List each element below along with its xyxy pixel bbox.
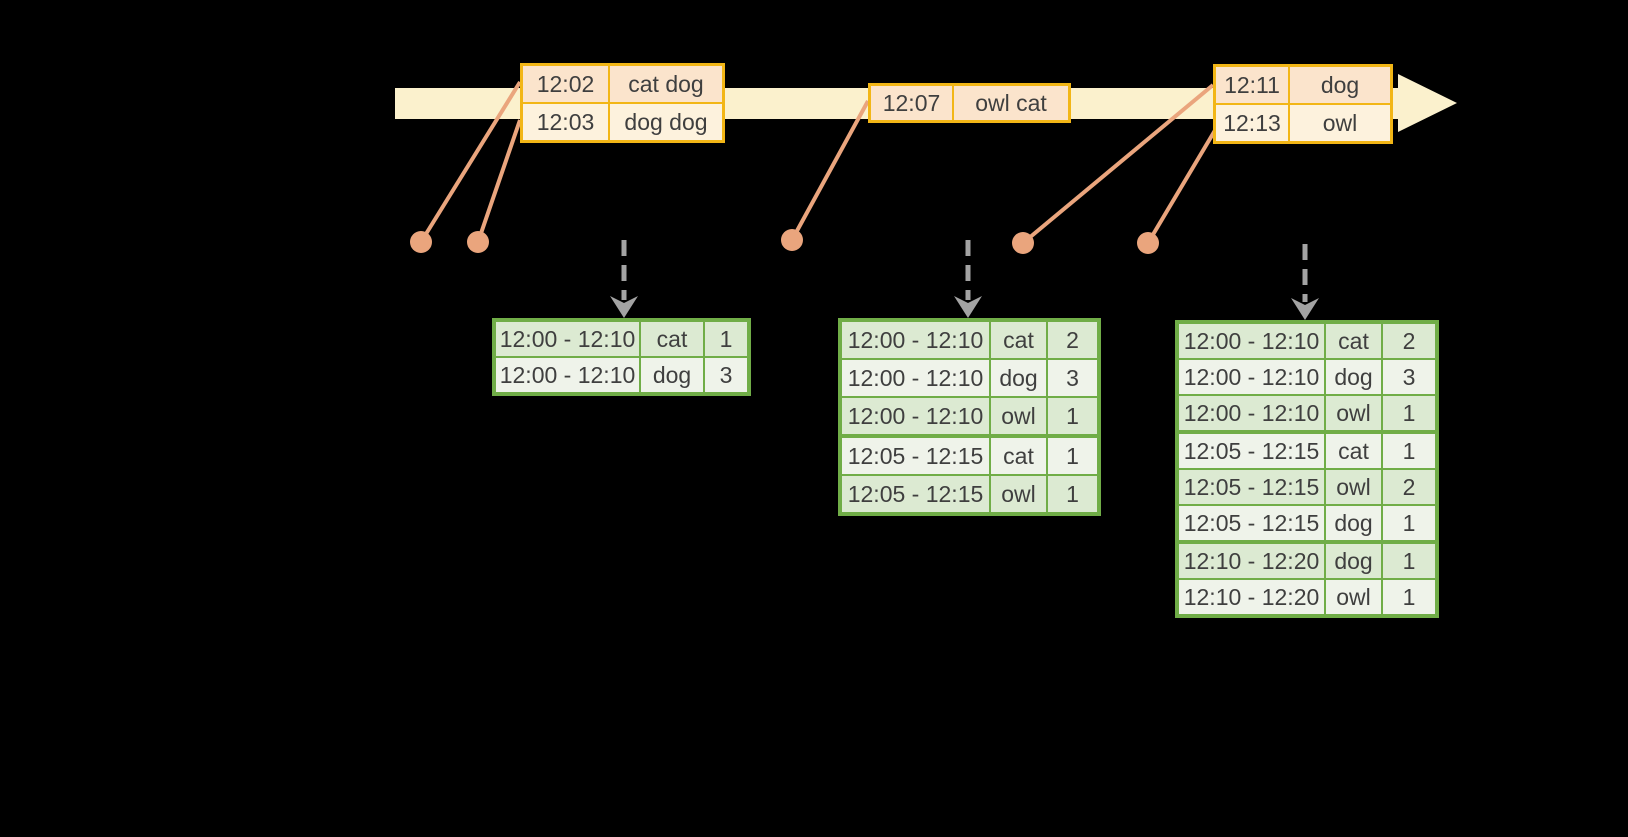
result-row: 12:00 - 12:10 owl 1	[1179, 394, 1435, 430]
event-connector-line	[476, 119, 522, 243]
trigger-arrow	[954, 240, 982, 318]
result-row: 12:05 - 12:15 owl 2	[1179, 468, 1435, 504]
word: cat	[1324, 324, 1381, 358]
window-range: 12:00 - 12:10	[499, 326, 636, 352]
result-row: 12:05 - 12:15 cat 1	[842, 434, 1097, 474]
word: cat	[639, 322, 703, 356]
word: owl	[1324, 580, 1381, 614]
count: 1	[1381, 580, 1435, 614]
result-table-2: 12:00 - 12:10 cat 2 12:00 - 12:10 dog 3 …	[838, 318, 1101, 516]
word: owl	[1324, 470, 1381, 504]
event-connector-line	[1146, 125, 1219, 245]
count: 1	[1381, 434, 1435, 468]
event-table-3: 12:11 dog 12:13 owl	[1213, 64, 1393, 144]
count: 3	[703, 358, 747, 392]
count: 1	[1046, 398, 1097, 434]
event-time-dot	[467, 231, 489, 253]
event-row: 12:13 owl	[1216, 103, 1390, 141]
event-time: 12:02	[523, 66, 608, 102]
event-time: 12:13	[1216, 105, 1288, 141]
event-words: owl	[1288, 105, 1390, 141]
event-time-dot	[781, 229, 803, 251]
window-range: 12:00 - 12:10	[847, 327, 984, 353]
event-row: 12:02 cat dog	[523, 66, 722, 102]
result-row: 12:00 - 12:10 dog 3	[842, 358, 1097, 396]
count: 3	[1046, 360, 1097, 396]
window-range: 12:00 - 12:10	[1183, 328, 1320, 354]
result-row: 12:00 - 12:10 dog 3	[496, 356, 747, 392]
event-time-dot	[1137, 232, 1159, 254]
count: 1	[1381, 544, 1435, 578]
result-row: 12:00 - 12:10 owl 1	[842, 396, 1097, 434]
count: 2	[1381, 470, 1435, 504]
result-table-3: 12:00 - 12:10 cat 2 12:00 - 12:10 dog 3 …	[1175, 320, 1439, 618]
event-time: 12:03	[523, 104, 608, 140]
count: 2	[1046, 322, 1097, 358]
event-table-2: 12:07 owl cat	[868, 83, 1071, 123]
result-table-1: 12:00 - 12:10 cat 1 12:00 - 12:10 dog 3	[492, 318, 751, 396]
event-connector-line	[419, 80, 522, 244]
event-time-dot	[410, 231, 432, 253]
window-range: 12:00 - 12:10	[847, 365, 984, 391]
window-range: 12:10 - 12:20	[1183, 548, 1320, 574]
result-row: 12:00 - 12:10 cat 2	[1179, 324, 1435, 358]
window-range: 12:00 - 12:10	[499, 362, 636, 388]
count: 1	[1046, 476, 1097, 512]
event-words: dog	[1288, 67, 1390, 103]
window-range: 12:05 - 12:15	[1183, 474, 1320, 500]
window-range: 12:05 - 12:15	[1183, 438, 1320, 464]
word: dog	[1324, 506, 1381, 540]
event-words: cat dog	[608, 66, 722, 102]
word: owl	[989, 476, 1046, 512]
trigger-arrow	[1291, 244, 1319, 320]
window-range: 12:05 - 12:15	[847, 443, 984, 469]
count: 1	[1381, 506, 1435, 540]
word: dog	[989, 360, 1046, 396]
count: 2	[1381, 324, 1435, 358]
event-time-dot	[1012, 232, 1034, 254]
result-row: 12:05 - 12:15 owl 1	[842, 474, 1097, 512]
event-row: 12:07 owl cat	[871, 86, 1068, 120]
count: 1	[1381, 396, 1435, 430]
word: cat	[1324, 434, 1381, 468]
word: owl	[1324, 396, 1381, 430]
window-range: 12:00 - 12:10	[1183, 364, 1320, 390]
word: owl	[989, 398, 1046, 434]
event-row: 12:11 dog	[1216, 67, 1390, 103]
window-range: 12:00 - 12:10	[1183, 400, 1320, 426]
result-row: 12:10 - 12:20 owl 1	[1179, 578, 1435, 614]
result-row: 12:00 - 12:10 cat 1	[496, 322, 747, 356]
count: 1	[703, 322, 747, 356]
event-connector-line	[790, 100, 870, 241]
window-range: 12:10 - 12:20	[1183, 584, 1320, 610]
window-range: 12:00 - 12:10	[847, 403, 984, 429]
event-table-1: 12:02 cat dog 12:03 dog dog	[520, 63, 725, 143]
count: 1	[1046, 438, 1097, 474]
event-words: owl cat	[952, 86, 1068, 120]
word: cat	[989, 322, 1046, 358]
event-words: dog dog	[608, 104, 722, 140]
window-range: 12:05 - 12:15	[847, 481, 984, 507]
result-row: 12:00 - 12:10 cat 2	[842, 322, 1097, 358]
word: cat	[989, 438, 1046, 474]
result-row: 12:00 - 12:10 dog 3	[1179, 358, 1435, 394]
word: dog	[1324, 544, 1381, 578]
result-row: 12:10 - 12:20 dog 1	[1179, 540, 1435, 578]
window-range: 12:05 - 12:15	[1183, 510, 1320, 536]
trigger-arrow	[610, 240, 638, 318]
event-connector-line	[1021, 83, 1215, 245]
word: dog	[1324, 360, 1381, 394]
count: 3	[1381, 360, 1435, 394]
result-row: 12:05 - 12:15 dog 1	[1179, 504, 1435, 540]
event-row: 12:03 dog dog	[523, 102, 722, 140]
event-time: 12:07	[871, 86, 952, 120]
event-time: 12:11	[1216, 67, 1288, 103]
result-row: 12:05 - 12:15 cat 1	[1179, 430, 1435, 468]
word: dog	[639, 358, 703, 392]
